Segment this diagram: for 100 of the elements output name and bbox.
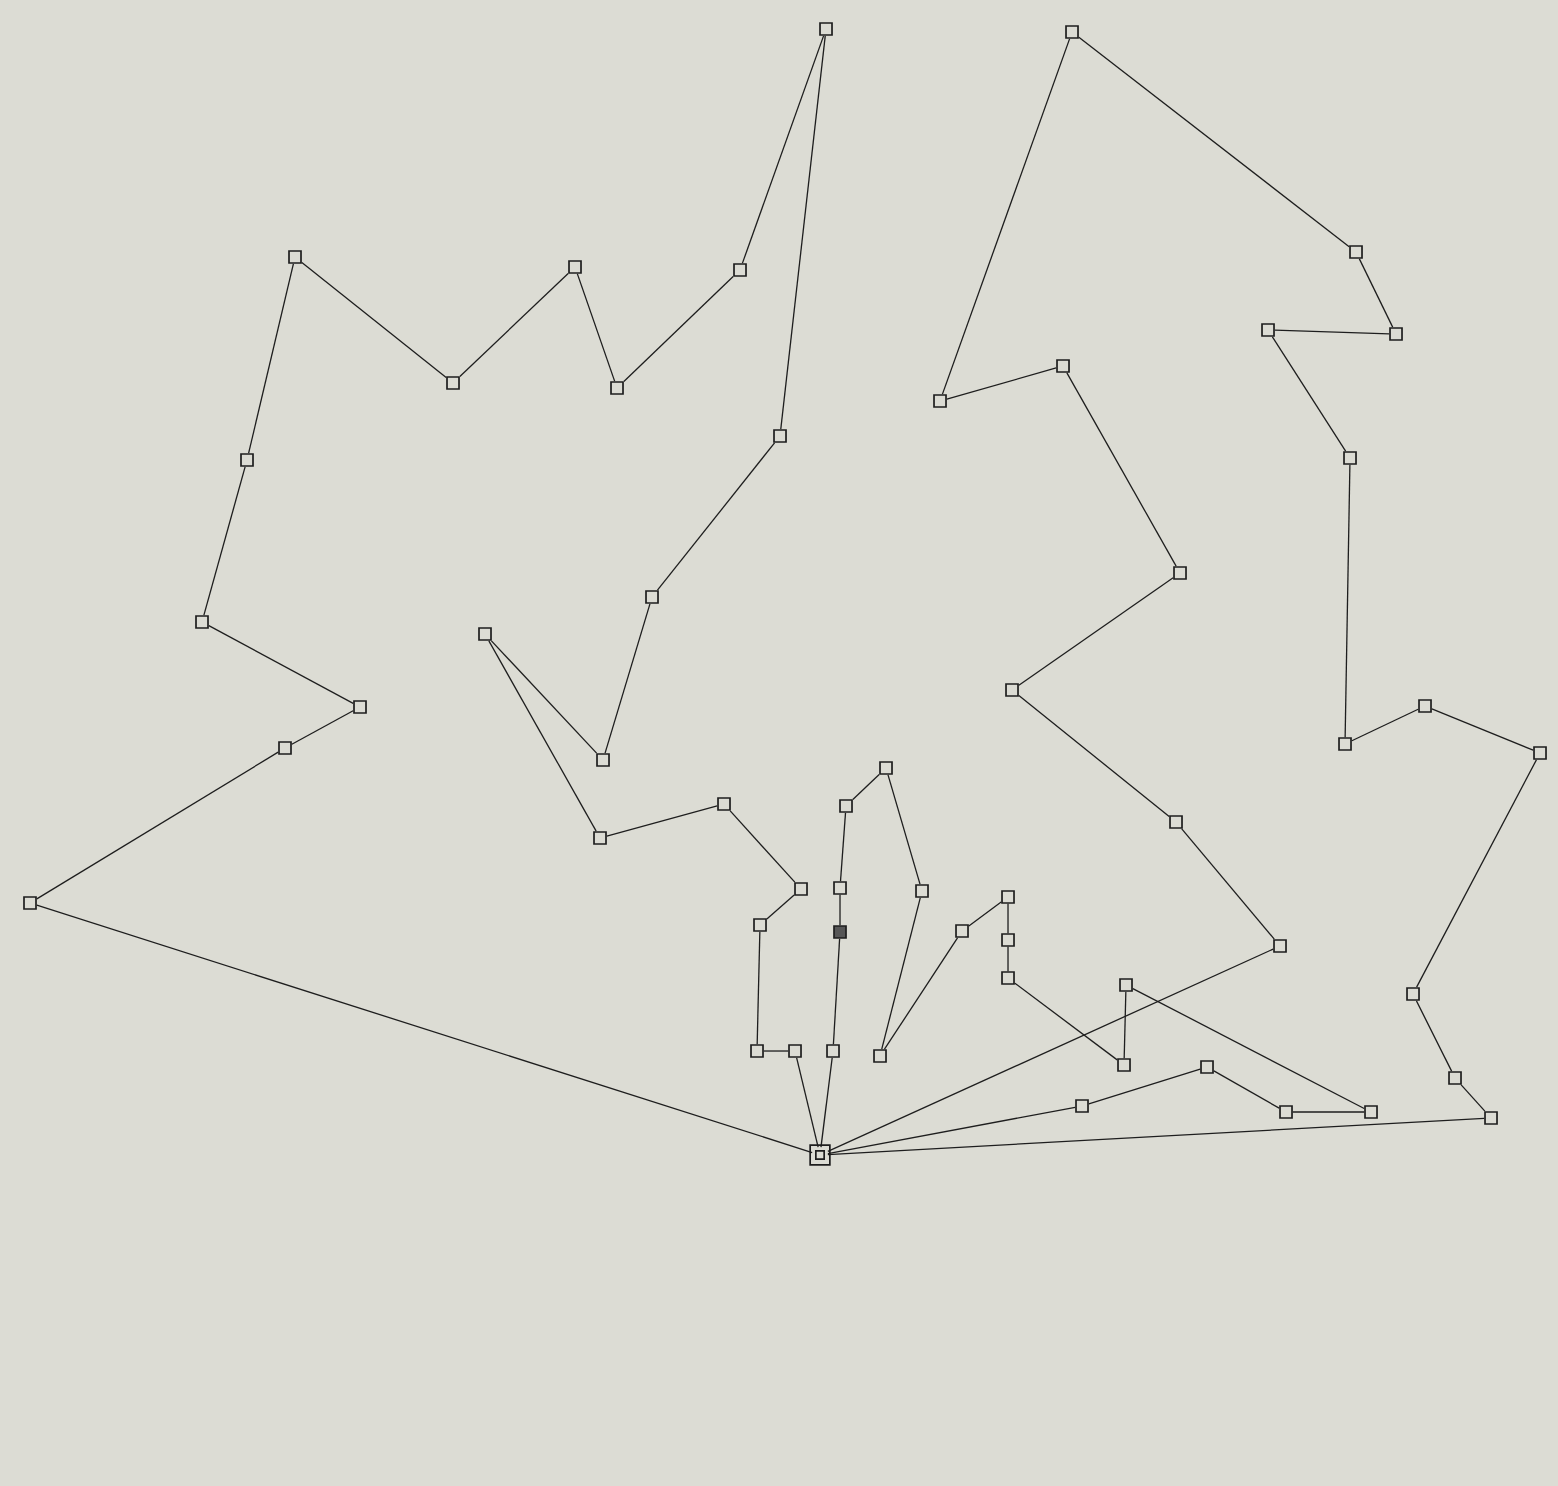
route-line (1018, 694, 1170, 818)
route-line (766, 894, 795, 920)
route-stop-square (23, 896, 37, 910)
route-line (1078, 36, 1350, 248)
route-stop-square (1005, 683, 1019, 697)
route-stop-square (788, 1044, 802, 1058)
route-line (36, 751, 279, 900)
route-stop-square (1338, 737, 1352, 751)
route-stop-square (1200, 1060, 1214, 1074)
route-line (208, 625, 354, 704)
route-line (1132, 987, 1365, 1110)
route-stop-square (1169, 815, 1183, 829)
route-stop-square (446, 376, 460, 390)
route-line (1274, 329, 1390, 335)
route-stop-square (1418, 699, 1432, 713)
route-line (301, 261, 447, 379)
route-stop-square (288, 250, 302, 264)
route-line (827, 1117, 1485, 1156)
route-line (1123, 991, 1127, 1059)
route-stop-square (1273, 939, 1287, 953)
route-stop-square (873, 1049, 887, 1063)
route-line (741, 35, 825, 264)
route-line (1431, 708, 1534, 751)
route-stop-square (240, 453, 254, 467)
route-stop-square (1261, 323, 1275, 337)
route-stop-square (478, 627, 492, 641)
route-line (1271, 336, 1347, 452)
route-stop-square (1001, 890, 1015, 904)
route-stop-square (278, 741, 292, 755)
route-line (576, 273, 616, 382)
route-stop-square (1364, 1105, 1378, 1119)
route-stop-square (1343, 451, 1357, 465)
route-line (1007, 946, 1009, 972)
route-line (839, 812, 847, 882)
route-line (36, 904, 813, 1154)
route-line (968, 901, 1002, 927)
route-stop-square (1065, 25, 1079, 39)
route-stop-square (750, 1044, 764, 1058)
route-line (1292, 1111, 1365, 1113)
route-stop-square (933, 394, 947, 408)
route-stop-square (610, 381, 624, 395)
route-stop-square (1484, 1111, 1498, 1125)
route-line (729, 810, 796, 883)
route-stop-square (879, 761, 893, 775)
route-line (827, 1106, 1076, 1155)
route-stop-square (915, 884, 929, 898)
route-stop-square (1406, 987, 1420, 1001)
route-line (623, 275, 734, 383)
route-stop-square (733, 263, 747, 277)
route-line (488, 640, 597, 832)
route-line (1351, 708, 1419, 742)
route-line (656, 442, 776, 591)
route-stop-square (593, 831, 607, 845)
route-stop-square (955, 924, 969, 938)
route-line (887, 774, 921, 885)
route-line (203, 466, 246, 616)
route-stop-square (568, 260, 582, 274)
route-stop-square (839, 799, 853, 813)
route-line (881, 897, 921, 1050)
route-line (832, 938, 841, 1045)
route-line (1213, 1070, 1280, 1109)
route-line (1007, 903, 1009, 934)
route-stop-square (1389, 327, 1403, 341)
route-stop-square (833, 881, 847, 895)
route-line (604, 603, 651, 754)
route-stop-square (195, 615, 209, 629)
route-line (883, 937, 959, 1050)
route-stop-square (753, 918, 767, 932)
route-stop-square (1279, 1105, 1293, 1119)
route-line (247, 263, 295, 454)
route-stop-square (1173, 566, 1187, 580)
route-line (1460, 1084, 1486, 1112)
route-stop-square (645, 590, 659, 604)
route-line (490, 640, 598, 754)
route-line (796, 1057, 819, 1148)
route-stop-square (353, 700, 367, 714)
filled-stop-square (833, 925, 847, 939)
route-line (1415, 1000, 1453, 1072)
route-line (1014, 982, 1118, 1061)
route-line (839, 894, 841, 926)
depot-square (809, 1144, 831, 1166)
route-line (606, 805, 718, 837)
route-line (1181, 828, 1275, 940)
route-line (1088, 1068, 1201, 1105)
route-line (1415, 759, 1538, 988)
route-stop-square (717, 797, 731, 811)
route-line (1344, 464, 1351, 738)
route-stop-square (1001, 933, 1015, 947)
route-line (780, 35, 826, 430)
route-stop-square (1075, 1099, 1089, 1113)
route-stop-square (826, 1044, 840, 1058)
route-stop-square (773, 429, 787, 443)
route-line (852, 773, 880, 801)
route-line (827, 948, 1274, 1153)
route-line (941, 38, 1071, 395)
route-stop-square (596, 753, 610, 767)
route-line (1066, 372, 1177, 567)
route-line (820, 1057, 833, 1148)
route-stop-square (819, 22, 833, 36)
route-stop-square (794, 882, 808, 896)
